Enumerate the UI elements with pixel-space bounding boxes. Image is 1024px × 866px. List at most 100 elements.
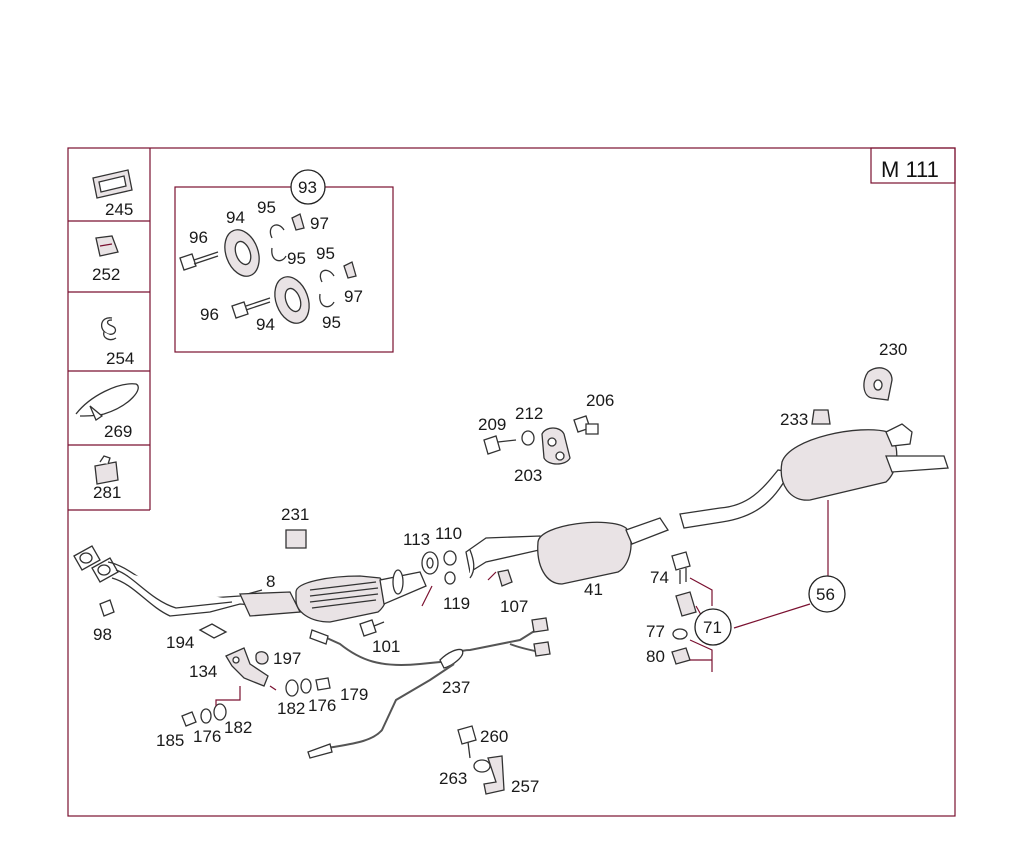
label-197: 197 <box>273 649 301 668</box>
label-74: 74 <box>650 568 669 587</box>
label-231: 231 <box>281 505 309 524</box>
callout-93: 93 <box>298 178 317 197</box>
label-95-b: 95 <box>287 249 306 268</box>
inset-clamp-kit: 93 96 94 95 97 95 95 <box>174 169 394 353</box>
label-95-c: 95 <box>316 244 335 263</box>
label-97-b: 97 <box>344 287 363 306</box>
washer-77 <box>672 628 688 640</box>
washer-212 <box>521 430 535 446</box>
washer-176-b <box>200 708 212 724</box>
callout-71: 71 <box>703 618 722 637</box>
clip-part-245 <box>92 169 133 199</box>
clip-part-281 <box>94 455 119 485</box>
callout-56-group: 56 <box>808 575 846 613</box>
bracket-assembly-134 <box>181 623 331 727</box>
clip-95-c <box>319 269 335 283</box>
label-110: 110 <box>435 524 462 543</box>
label-182-b: 182 <box>224 718 252 737</box>
washer-263 <box>473 759 491 773</box>
clamp-ring-94-upper <box>224 229 260 277</box>
part-labels: 230 233 206 209 212 203 231 113 110 8 41… <box>93 340 907 796</box>
connector-a <box>531 617 549 633</box>
label-212: 212 <box>515 404 543 423</box>
front-pipe-joint <box>239 591 302 617</box>
label-182-a: 182 <box>277 699 305 718</box>
bolt-74 <box>671 551 691 571</box>
bracket-257-assembly <box>457 725 505 795</box>
rubber-bumper-233 <box>811 409 831 425</box>
label-101: 101 <box>372 637 400 656</box>
sensor-probe-lower <box>307 743 333 759</box>
label-113: 113 <box>403 530 430 549</box>
callout-56: 56 <box>816 585 835 604</box>
strap-part-269 <box>75 383 139 421</box>
label-194: 194 <box>166 633 194 652</box>
label-245: 245 <box>105 200 133 219</box>
bolt-185 <box>181 711 197 727</box>
label-260: 260 <box>480 727 508 746</box>
washer-176-a <box>300 678 312 694</box>
label-134: 134 <box>189 662 217 681</box>
label-237: 237 <box>442 678 470 697</box>
label-95-a: 95 <box>257 198 276 217</box>
label-41: 41 <box>584 580 603 599</box>
bolt-209 <box>483 435 501 455</box>
label-185: 185 <box>156 731 184 750</box>
label-94-a: 94 <box>226 208 245 227</box>
catalytic-converter <box>295 575 388 623</box>
label-209: 209 <box>478 415 506 434</box>
label-269: 269 <box>104 422 132 441</box>
connector-b <box>533 641 551 657</box>
clip-part <box>675 591 697 617</box>
clamp-ring-94-lower <box>274 276 310 324</box>
label-77: 77 <box>646 622 665 641</box>
label-107: 107 <box>500 597 528 616</box>
label-206: 206 <box>586 391 614 410</box>
leader-lines <box>215 500 829 706</box>
sidebar: 245 252 254 269 281 <box>68 148 151 511</box>
part-231 <box>285 529 307 549</box>
label-94-b: 94 <box>256 315 275 334</box>
nut-80 <box>671 647 691 665</box>
label-80: 80 <box>646 647 665 666</box>
exhaust-pipeline <box>73 367 949 637</box>
model-tag: M 111 <box>881 157 939 182</box>
bolt-101 <box>359 619 377 637</box>
bolt-98 <box>99 599 115 617</box>
label-119: 119 <box>443 594 470 613</box>
label-176-a: 176 <box>308 696 336 715</box>
bracket-203 <box>541 427 571 465</box>
ring-119 <box>444 571 456 585</box>
flange-ring <box>392 569 404 595</box>
spring-clip-part-254 <box>101 317 117 341</box>
model-tag-box <box>870 147 956 184</box>
callout-71-group: 71 <box>694 608 732 646</box>
center-muffler-41 <box>537 517 669 585</box>
bushing-182-a <box>285 679 299 697</box>
bushing-182-b <box>213 703 227 721</box>
manifold-flange <box>73 545 119 583</box>
label-263: 263 <box>439 769 467 788</box>
bolt-260 <box>457 725 477 745</box>
label-257: 257 <box>511 777 539 796</box>
label-203: 203 <box>514 466 542 485</box>
label-230: 230 <box>879 340 907 359</box>
bracket-part-252 <box>95 235 119 257</box>
nut-107 <box>497 569 513 587</box>
oxygen-sensor-wiring <box>307 617 551 759</box>
bolt-96-lower <box>231 297 271 319</box>
label-281: 281 <box>93 483 121 502</box>
clip-95-d <box>319 293 335 308</box>
clip-95-a <box>269 224 285 239</box>
label-98: 98 <box>93 625 112 644</box>
label-97-a: 97 <box>310 214 329 233</box>
label-233: 233 <box>780 410 808 429</box>
ring-110 <box>443 550 457 566</box>
label-179: 179 <box>340 685 368 704</box>
bracket-257 <box>483 755 505 795</box>
clip-95-b <box>271 247 287 262</box>
clip-194 <box>198 623 228 639</box>
label-95-d: 95 <box>322 313 341 332</box>
bolt-179 <box>315 677 331 691</box>
